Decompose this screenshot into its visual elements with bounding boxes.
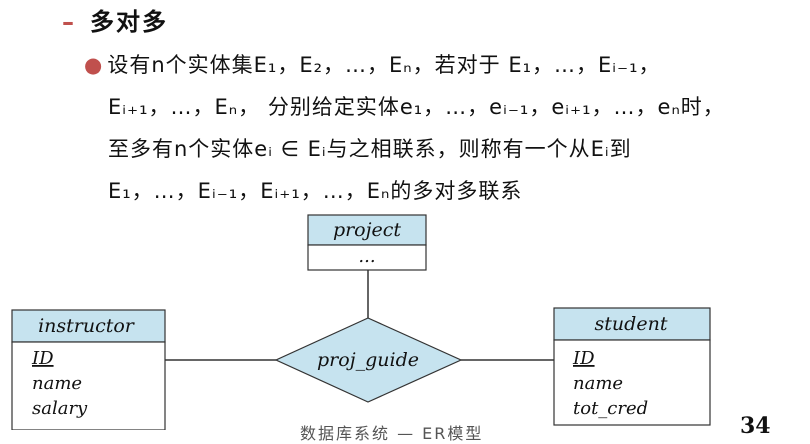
- para-line-4: E₁，…，Eᵢ₋₁，Eᵢ₊₁，…，Eₙ的多对多联系: [108, 179, 523, 203]
- instructor-attr-id: ID: [31, 348, 54, 369]
- er-diagram: project ... instructor ID name salary pr…: [11, 214, 711, 430]
- para-line-3: 至多有n个实体eᵢ ∈ Eᵢ与之相联系，则称有一个从Eᵢ到: [108, 137, 632, 161]
- instructor-attr-salary: salary: [32, 398, 88, 419]
- para-line-2: Eᵢ₊₁，…，Eₙ， 分别给定实体e₁，…，eᵢ₋₁，eᵢ₊₁，…，eₙ时，: [108, 95, 725, 119]
- para-line-1: ●设有n个实体集E₁，E₂，…，Eₙ，若对于 E₁，…，Eᵢ₋₁，: [84, 53, 661, 77]
- student-title: student: [595, 313, 668, 335]
- instructor-title: instructor: [38, 315, 136, 337]
- instructor-header: [11, 309, 166, 343]
- heading-text: 多对多: [90, 8, 168, 36]
- entity-instructor: instructor ID name salary: [11, 309, 166, 430]
- relationship-label: proj_guide: [317, 349, 419, 371]
- section-heading: –多对多: [62, 2, 168, 37]
- instructor-attr-name: name: [32, 373, 82, 394]
- bullet-icon: ●: [84, 53, 104, 77]
- project-title: project: [333, 219, 401, 241]
- page-number: 34: [740, 413, 771, 439]
- heading-dash: –: [62, 8, 76, 36]
- student-attr-name: name: [573, 373, 623, 394]
- entity-student: student ID name tot_cred: [553, 307, 711, 426]
- student-attr-totcred: tot_cred: [573, 398, 648, 419]
- student-attr-id: ID: [572, 348, 595, 369]
- project-attr: ...: [358, 246, 375, 267]
- definition-paragraph: ●设有n个实体集E₁，E₂，…，Eₙ，若对于 E₁，…，Eᵢ₋₁， Eᵢ₊₁，……: [84, 44, 804, 212]
- footer-text: 数据库系统 — ER模型: [300, 424, 484, 443]
- entity-project: project ...: [307, 214, 427, 271]
- relationship-proj-guide: proj_guide: [274, 317, 463, 403]
- relationship-diamond: [274, 317, 463, 403]
- project-header: [307, 214, 427, 246]
